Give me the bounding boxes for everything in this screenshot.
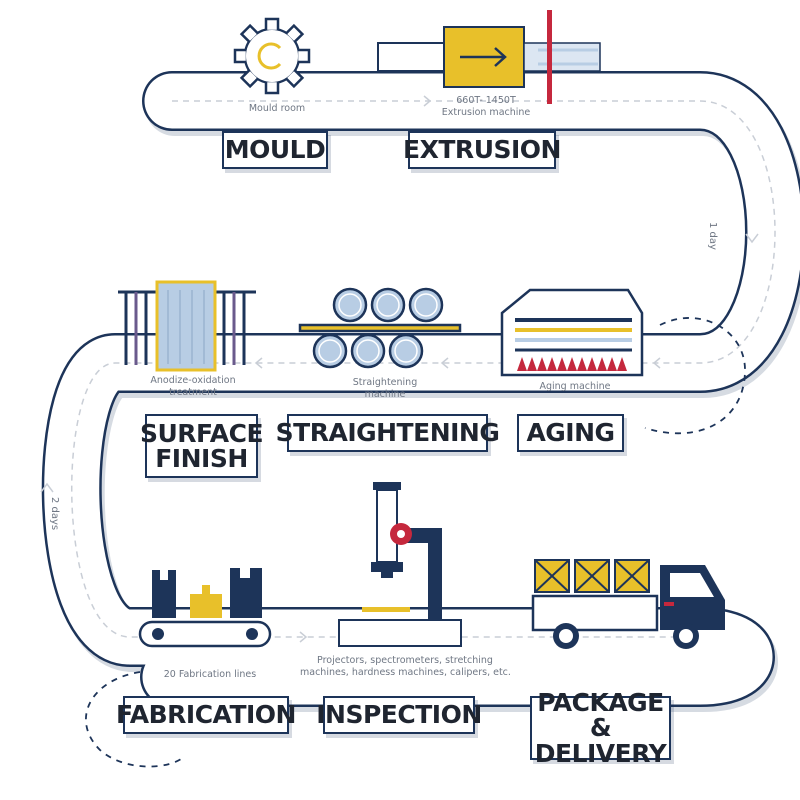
mould-caption: Mould room xyxy=(248,103,306,114)
surface-finish-caption-line2: treatment xyxy=(169,387,217,398)
straightening-caption-line1: Straightening xyxy=(352,377,418,388)
stage-title-fabrication: FABRICATION xyxy=(116,696,296,734)
extrusion-caption-line2: Extrusion machine xyxy=(441,107,531,118)
stage-title-surface-finish: SURFACE FINISH xyxy=(140,414,264,478)
dashed-arcs xyxy=(85,317,746,768)
direction-arrows xyxy=(40,95,759,643)
fabrication-caption: 20 Fabrication lines xyxy=(163,669,257,680)
extrusion-caption-line1: 660T- 1450T xyxy=(456,95,516,106)
straightening-caption-line2: machine xyxy=(364,389,406,400)
stage-title-mould: MOULD xyxy=(222,131,328,169)
surface-finish-caption-line1: Anodize-oxidation xyxy=(150,375,236,386)
stage-title-straightening: STRAIGHTENING xyxy=(276,414,500,452)
aging-caption: Aging machine xyxy=(539,381,611,392)
road-dashes xyxy=(70,100,776,638)
stage-title-extrusion: EXTRUSION xyxy=(403,131,561,169)
road xyxy=(44,73,800,705)
stage-title-inspection: INSPECTION xyxy=(316,696,482,734)
stage-title-aging: AGING xyxy=(517,414,624,452)
gear-icon xyxy=(233,17,311,95)
inspection-caption-line1: Projectors, spectrometers, stretching xyxy=(317,655,493,666)
duration-one-day: 1 day xyxy=(707,222,718,250)
rollers-icon xyxy=(298,287,462,369)
aging-oven-icon xyxy=(500,288,644,377)
conveyor-icon xyxy=(138,568,272,648)
microscope-icon xyxy=(338,482,462,647)
duration-two-days: 2 days xyxy=(49,497,60,531)
inspection-caption-line2: machines, hardness machines, calipers, e… xyxy=(300,667,511,678)
extrusion-press-icon xyxy=(377,10,601,104)
truck-icon xyxy=(531,559,725,649)
anodizing-tank-icon xyxy=(118,280,256,372)
stage-title-package-delivery: PACKAGE & DELIVERY xyxy=(530,690,671,766)
